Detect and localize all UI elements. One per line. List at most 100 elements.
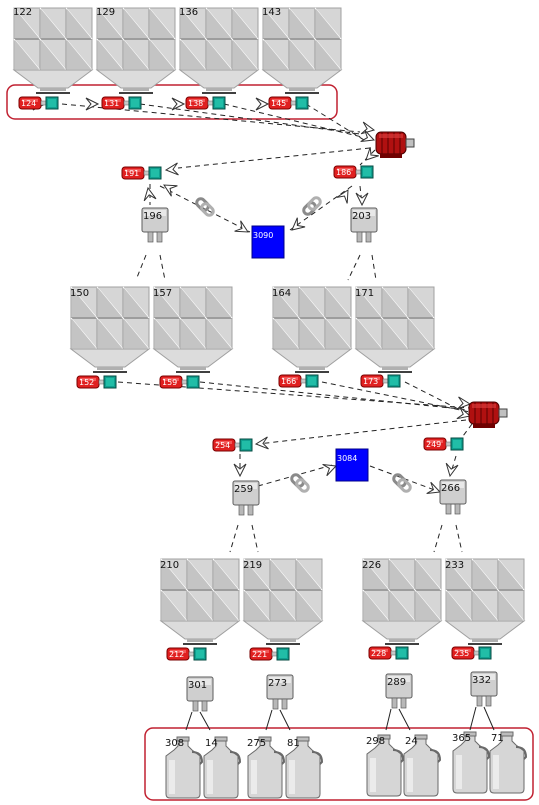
silo[interactable]: 129 — [96, 7, 176, 95]
filter-unit[interactable]: 266 — [439, 479, 467, 515]
controller[interactable]: 3090 — [251, 225, 285, 259]
valve-label: 145 — [271, 99, 286, 108]
silo-icon — [13, 7, 93, 95]
valve[interactable]: 221 — [249, 647, 290, 661]
valve[interactable]: 235 — [451, 646, 492, 660]
controller[interactable]: 3084 — [335, 448, 369, 482]
silo[interactable]: 219 — [243, 558, 323, 646]
silo-icon — [160, 558, 240, 646]
silo-label: 122 — [13, 7, 32, 18]
valve-label: 212 — [169, 650, 184, 659]
silo[interactable]: 157 — [153, 286, 233, 374]
filter-unit[interactable]: 259 — [232, 480, 260, 516]
filter-label: 266 — [441, 483, 460, 494]
jug[interactable]: 275 — [247, 736, 285, 799]
valve-label: 159 — [162, 378, 177, 387]
jug[interactable]: 365 — [452, 731, 490, 794]
valve[interactable]: 159 — [159, 375, 200, 389]
silo[interactable]: 226 — [362, 558, 442, 646]
arrowhead-icon — [85, 97, 99, 111]
jug-label: 308 — [165, 738, 184, 749]
jug[interactable]: 71 — [489, 731, 527, 794]
filter-unit[interactable]: 203 — [350, 207, 378, 243]
valve-label: 221 — [252, 650, 267, 659]
jug[interactable]: 24 — [403, 734, 441, 797]
motor-icon — [375, 131, 415, 159]
silo[interactable]: 136 — [179, 7, 259, 95]
silo-row-top: 122 129 136 143 — [13, 7, 342, 95]
silo-icon — [153, 286, 233, 374]
silo[interactable]: 122 — [13, 7, 93, 95]
silo-label: 157 — [153, 288, 172, 299]
jug-label: 71 — [491, 733, 504, 744]
silo-icon — [362, 558, 442, 646]
chain-link-icon — [300, 194, 324, 218]
silo-icon — [445, 558, 525, 646]
silo-label: 210 — [160, 560, 179, 571]
motor[interactable] — [375, 131, 415, 159]
valve[interactable]: 249 — [423, 437, 464, 451]
valve[interactable]: 152 — [76, 375, 117, 389]
valve[interactable]: 254 — [212, 438, 253, 452]
valve-label: 152 — [79, 378, 94, 387]
jug[interactable]: 81 — [285, 736, 323, 799]
chain-link-icon — [288, 471, 312, 495]
jug-label: 275 — [247, 738, 266, 749]
jug[interactable]: 298 — [366, 734, 404, 797]
silo[interactable]: 210 — [160, 558, 240, 646]
group-frame-bottom — [144, 727, 534, 801]
silo-icon — [355, 286, 435, 374]
filter-unit[interactable]: 301 — [186, 676, 214, 712]
group-frame-top — [6, 84, 338, 120]
valve[interactable]: 166 — [278, 374, 319, 388]
silo[interactable]: 171 — [355, 286, 435, 374]
jug-group: 308 14 275 81 298 24 365 71 — [165, 731, 527, 799]
valve-row-1: 124 131 138 145 — [18, 96, 309, 110]
arrowhead-icon — [164, 162, 179, 177]
valve-label: 191 — [124, 169, 139, 178]
valve[interactable]: 212 — [166, 647, 207, 661]
valve[interactable]: 228 — [368, 646, 409, 660]
silo-row-middle: 150 157 164 171 — [70, 286, 435, 374]
jug-label: 365 — [452, 733, 471, 744]
jug[interactable]: 308 — [165, 736, 203, 799]
valve[interactable]: 191 — [121, 166, 162, 180]
valve[interactable]: 131 — [101, 96, 142, 110]
filter-row-6: 301 273 289 332 — [186, 671, 498, 712]
silo[interactable]: 150 — [70, 286, 150, 374]
arrowhead-icon — [287, 217, 306, 236]
valve-label: 249 — [426, 440, 441, 449]
silo-label: 164 — [272, 288, 291, 299]
controller-label: 3090 — [253, 231, 273, 240]
filter-label: 289 — [387, 677, 406, 688]
silo[interactable]: 143 — [262, 7, 342, 95]
arrowhead-icon — [336, 186, 354, 204]
filter-label: 273 — [268, 678, 287, 689]
silo-label: 136 — [179, 7, 198, 18]
valve[interactable]: 138 — [185, 96, 226, 110]
filter-unit[interactable]: 289 — [385, 673, 413, 709]
arrowhead-icon — [234, 220, 252, 238]
valve-branch-1: 191 186 — [121, 165, 374, 180]
valve-label: 138 — [188, 99, 203, 108]
silo-label: 150 — [70, 288, 89, 299]
valve[interactable]: 173 — [360, 374, 401, 388]
filter-unit[interactable]: 196 — [141, 207, 169, 243]
valve[interactable]: 186 — [333, 165, 374, 179]
motor[interactable] — [468, 401, 508, 429]
valve-label: 228 — [371, 649, 386, 658]
valve-label: 235 — [454, 649, 469, 658]
silo-label: 143 — [262, 7, 281, 18]
valve-row-3: 152 159 166 173 — [76, 374, 401, 389]
valve[interactable]: 145 — [268, 96, 309, 110]
jug[interactable]: 14 — [203, 736, 241, 799]
arrowhead-icon — [171, 97, 185, 111]
filter-unit[interactable]: 332 — [470, 671, 498, 707]
silo[interactable]: 164 — [272, 286, 352, 374]
silo-icon — [70, 286, 150, 374]
silo[interactable]: 233 — [445, 558, 525, 646]
filter-outlet-arrows — [185, 706, 495, 731]
filter-unit[interactable]: 273 — [266, 674, 294, 710]
valve[interactable]: 124 — [18, 96, 59, 110]
